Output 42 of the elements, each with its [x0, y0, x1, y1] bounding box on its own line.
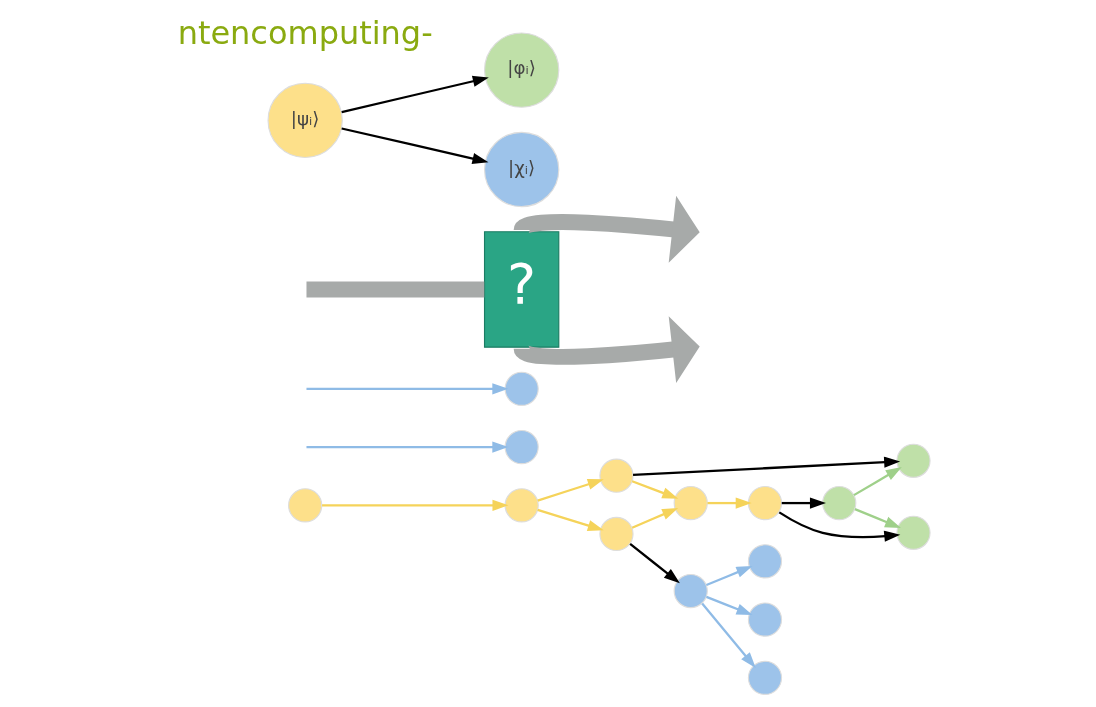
node-circle	[598, 458, 634, 493]
node-circle	[895, 515, 931, 550]
arrow	[536, 508, 604, 531]
node-circle	[504, 487, 539, 522]
arrow	[700, 602, 756, 668]
node-circle: |χᵢ⟩	[483, 131, 559, 207]
node-circle: |φᵢ⟩	[483, 31, 559, 108]
arrow	[854, 507, 901, 528]
node-circle	[747, 485, 782, 520]
node-circle	[504, 371, 539, 406]
connector	[305, 280, 484, 297]
arrow	[705, 565, 752, 586]
arrow	[305, 382, 508, 394]
node-circle	[598, 516, 634, 551]
arrow	[705, 595, 752, 615]
label: ntencomputing-	[177, 13, 433, 52]
node-circle	[895, 443, 931, 478]
node-circle	[673, 573, 708, 608]
arrow	[305, 441, 508, 453]
arrow	[536, 478, 604, 502]
arrow	[631, 479, 678, 499]
node-circle	[747, 543, 782, 578]
arrow	[340, 126, 488, 164]
arrow	[778, 510, 900, 542]
arrow	[852, 466, 902, 496]
node-circle	[747, 660, 782, 695]
node-circle	[287, 487, 322, 522]
arrow	[631, 507, 678, 529]
node-circle	[504, 429, 539, 464]
arrow	[514, 315, 700, 383]
node-circle	[821, 485, 856, 520]
arrow	[707, 496, 752, 509]
arrow	[781, 496, 826, 509]
arrow	[340, 75, 489, 113]
node-box: ?	[483, 230, 559, 348]
node-circle: |ψᵢ⟩	[266, 82, 343, 158]
arrow	[514, 195, 700, 263]
node-circle	[673, 485, 708, 520]
node-circle	[747, 601, 782, 637]
arrow	[321, 499, 508, 511]
arrow	[632, 456, 900, 476]
arrow	[628, 542, 680, 583]
